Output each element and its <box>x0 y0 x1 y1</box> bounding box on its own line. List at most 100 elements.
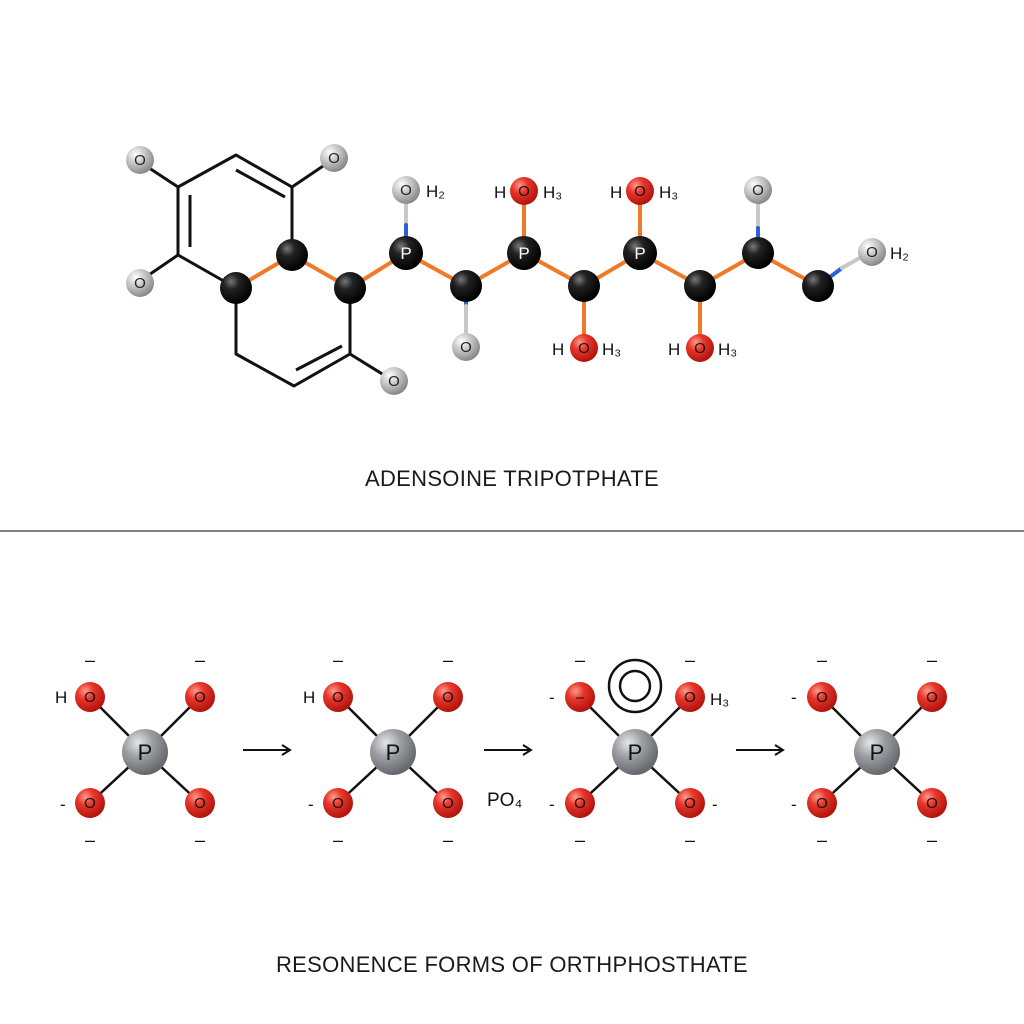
svg-text:-: - <box>549 688 555 707</box>
svg-text:H: H <box>610 183 622 202</box>
svg-text:O: O <box>194 689 206 706</box>
svg-text:O: O <box>84 689 96 706</box>
svg-text:O: O <box>578 340 590 357</box>
svg-text:-: - <box>791 795 797 814</box>
svg-text:O: O <box>388 373 400 390</box>
svg-text:–: – <box>927 650 937 670</box>
carbon-atom <box>802 270 834 302</box>
phosphorus-atoms: P P P <box>389 236 657 270</box>
svg-text:H: H <box>55 688 67 707</box>
svg-text:–: – <box>195 830 205 850</box>
bottom-caption: RESONENCE FORMS OF ORTHPHOSTHATE <box>276 952 748 977</box>
reaction-arrow <box>484 744 533 756</box>
svg-text:O: O <box>752 182 764 199</box>
svg-text:-: - <box>712 795 718 814</box>
carbon-atom <box>742 237 774 269</box>
svg-text:O: O <box>84 795 96 812</box>
svg-text:–: – <box>685 830 695 850</box>
svg-text:O: O <box>926 795 938 812</box>
svg-text:H₃: H₃ <box>602 340 621 359</box>
svg-text:–: – <box>817 650 827 670</box>
svg-text:–: – <box>333 830 343 850</box>
svg-text:O: O <box>400 182 412 199</box>
hydroxyl-atom: O <box>744 176 772 204</box>
carbon-atom <box>334 272 366 304</box>
svg-text:–: – <box>685 650 695 670</box>
phosphate-form-2: – – – – H - O O O O P <box>303 650 463 850</box>
svg-text:H₃: H₃ <box>710 690 729 709</box>
svg-text:-: - <box>308 795 314 814</box>
svg-text:O: O <box>684 689 696 706</box>
svg-text:O: O <box>328 150 340 167</box>
svg-text:H₂: H₂ <box>426 182 445 201</box>
svg-text:O: O <box>332 795 344 812</box>
hydroxyl-atom: O <box>126 146 154 174</box>
svg-text:P: P <box>634 244 645 263</box>
svg-text:O: O <box>634 183 646 200</box>
svg-text:–: – <box>817 830 827 850</box>
phosphate-form-3: – – – – - - - H₃ – O O O P <box>549 650 729 850</box>
hydroxyl-atom: O <box>452 333 480 361</box>
hydroxyl-atom: O <box>380 367 408 395</box>
atp-structure: O O O O <box>126 144 909 395</box>
carbon-atom <box>684 270 716 302</box>
ring-bonds <box>176 153 352 388</box>
svg-text:P: P <box>386 740 401 765</box>
svg-text:H: H <box>552 340 564 359</box>
svg-text:P: P <box>870 740 885 765</box>
svg-text:–: – <box>443 650 453 670</box>
svg-text:-: - <box>791 688 797 707</box>
svg-text:O: O <box>816 689 828 706</box>
svg-text:–: – <box>927 830 937 850</box>
top-caption: ADENSOINE TRIPOTPHATE <box>365 466 659 491</box>
svg-text:–: – <box>333 650 343 670</box>
oh3-group: H O H₃ <box>552 334 621 362</box>
svg-text:P: P <box>628 740 643 765</box>
svg-text:O: O <box>574 795 586 812</box>
svg-text:H₃: H₃ <box>543 183 562 202</box>
svg-text:H₃: H₃ <box>718 340 737 359</box>
oh2-end-group: O H₂ <box>858 238 909 266</box>
svg-text:O: O <box>332 689 344 706</box>
svg-text:O: O <box>518 183 530 200</box>
svg-text:O: O <box>442 795 454 812</box>
ring-hydroxyl-atoms: O O O O <box>126 144 408 395</box>
svg-text:H₂: H₂ <box>890 244 909 263</box>
reaction-arrow <box>243 744 292 756</box>
svg-text:–: – <box>443 830 453 850</box>
svg-text:H: H <box>303 688 315 707</box>
arrow-label: PO₄ <box>487 790 522 811</box>
svg-text:O: O <box>816 795 828 812</box>
svg-text:O: O <box>460 339 472 356</box>
oh2-group: O H₂ <box>392 176 445 204</box>
svg-text:–: – <box>195 650 205 670</box>
svg-text:O: O <box>694 340 706 357</box>
phosphorus-atom: P <box>623 236 657 270</box>
oh3-group: H O H₃ <box>668 334 737 362</box>
svg-text:P: P <box>518 244 529 263</box>
hydroxyl-atom: O <box>126 269 154 297</box>
svg-text:O: O <box>866 244 878 261</box>
svg-text:O: O <box>926 689 938 706</box>
svg-text:O: O <box>134 152 146 169</box>
carbon-atom <box>220 272 252 304</box>
carbon-atom <box>568 270 600 302</box>
svg-text:–: – <box>575 830 585 850</box>
svg-text:-: - <box>549 795 555 814</box>
reaction-arrow <box>736 744 785 756</box>
phosphate-form-4: – – – – - - O O O O P <box>791 650 947 850</box>
svg-text:–: – <box>576 689 585 706</box>
phosphorus-atom: P <box>507 236 541 270</box>
lone-pair-symbol-icon <box>607 658 663 714</box>
oh3-group: H O H₃ <box>610 177 678 205</box>
svg-text:–: – <box>85 650 95 670</box>
phosphorus-atom: P <box>389 236 423 270</box>
svg-text:O: O <box>442 689 454 706</box>
svg-text:O: O <box>684 795 696 812</box>
svg-text:–: – <box>575 650 585 670</box>
phosphate-form-1: – – – – H - O O O O P <box>55 650 215 850</box>
svg-text:O: O <box>194 795 206 812</box>
hydroxyl-atom: O <box>320 144 348 172</box>
svg-text:O: O <box>134 275 146 292</box>
svg-text:H₃: H₃ <box>659 183 678 202</box>
